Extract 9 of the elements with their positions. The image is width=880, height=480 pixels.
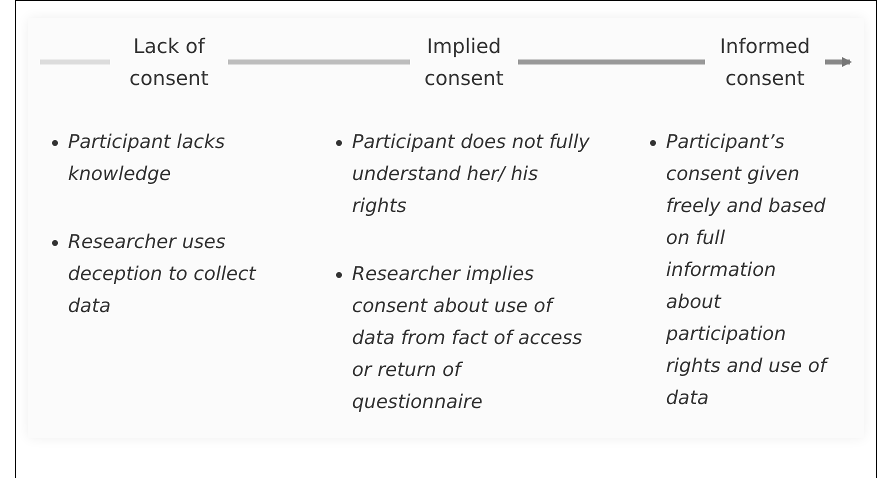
connector-line: [228, 60, 410, 64]
bullet-point: Participant does not fully understand her/ his rights: [352, 130, 591, 219]
arrow: [825, 57, 852, 67]
bullet-point: Researcher uses deception to collect data: [68, 230, 258, 319]
connector-line: [518, 60, 705, 64]
bullet-point: Participant’s consent given freely and based on full information about participation rights and use of data: [666, 126, 836, 414]
bullet-point: Researcher implies consent about use of data from fact of access or return of questionnaire: [352, 262, 584, 415]
bullet-point: Participant lacks knowledge: [68, 130, 226, 187]
connector-line: [40, 60, 110, 64]
